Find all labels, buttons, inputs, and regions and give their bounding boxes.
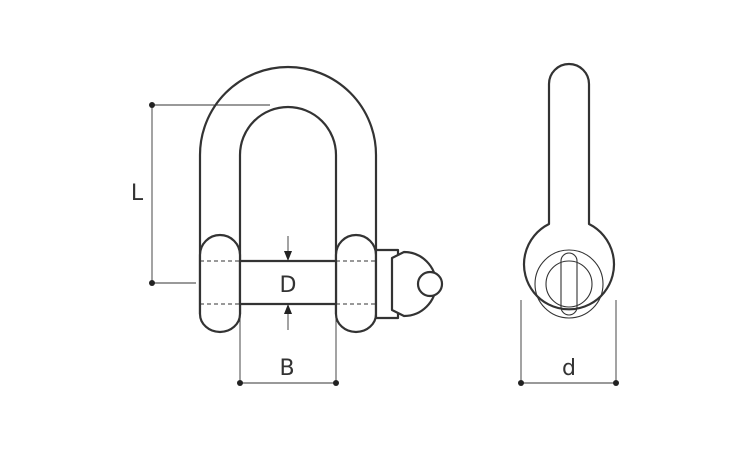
dimension-dot [149, 102, 155, 108]
dimension-B: B [237, 318, 339, 386]
dimension-d: d [518, 300, 619, 386]
pin-eye-hole [416, 270, 444, 298]
left-eye-lug [198, 233, 242, 334]
pin-head-inner-circle [545, 260, 593, 308]
dimension-dot [333, 380, 339, 386]
label-B: B [279, 356, 294, 381]
dimension-arrowhead [284, 251, 292, 261]
dimension-D: D [280, 236, 297, 330]
dimension-L: L [131, 102, 270, 286]
label-d: d [562, 356, 576, 381]
dimension-dot [518, 380, 524, 386]
pin-head-slot [560, 252, 578, 316]
shackle-front-view [198, 65, 444, 334]
label-D: D [280, 273, 297, 298]
dimension-dot [149, 280, 155, 286]
shackle-bow [198, 65, 378, 316]
pin-head-circle [534, 249, 604, 319]
dimension-dot [237, 380, 243, 386]
shackle-side-profile [522, 62, 616, 311]
dimension-arrowhead [284, 304, 292, 314]
shackle-side-view [522, 62, 616, 319]
dimension-dot [613, 380, 619, 386]
right-eye-lug [334, 233, 378, 334]
label-L: L [131, 181, 144, 206]
